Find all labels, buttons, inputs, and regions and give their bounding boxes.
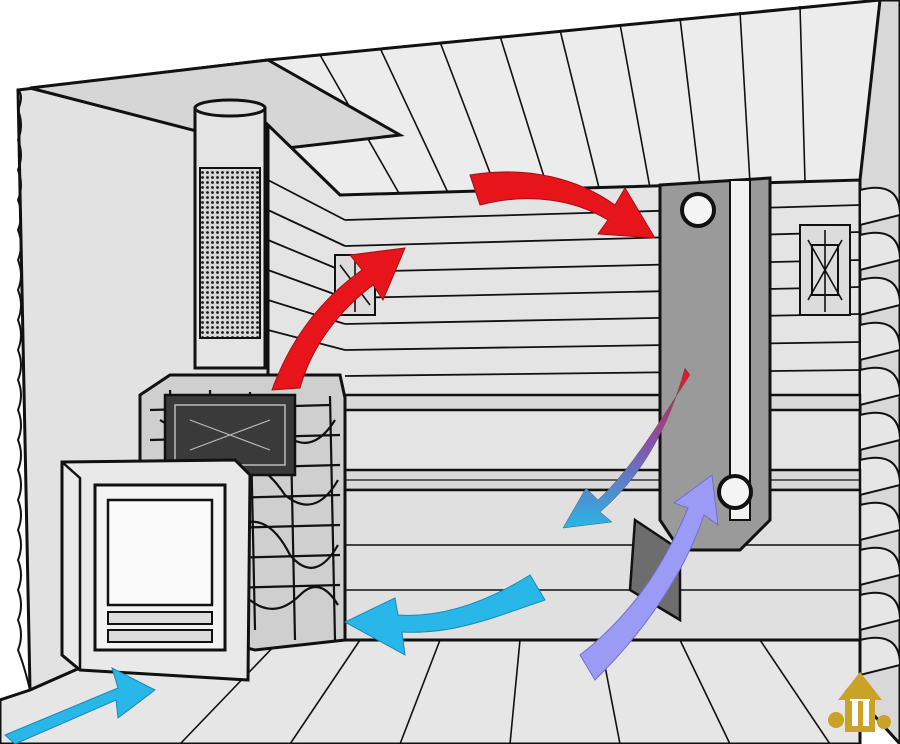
return-up-radiator-arrow — [579, 474, 719, 681]
rise-from-stove-arrow — [271, 247, 406, 391]
descend-radiator-arrow — [562, 367, 691, 529]
back-wall-logs — [344, 204, 861, 377]
ceiling — [266, 0, 882, 202]
inflow-under-stove-arrow — [4, 667, 156, 744]
stove — [60, 98, 347, 682]
ceiling-boards — [319, 5, 806, 200]
left-wall-edge — [16, 89, 31, 691]
right-wall-logs — [859, 186, 900, 677]
bathhouse-logo — [828, 672, 891, 732]
firebox-door — [60, 458, 252, 682]
floor-boards — [179, 639, 831, 744]
along-floor-arrow — [343, 574, 546, 656]
across-ceiling-arrow — [469, 171, 656, 239]
wall-lamp-right — [799, 224, 851, 316]
wall-radiator-icon — [658, 176, 772, 552]
radiator-pipe-top — [680, 192, 716, 228]
chimney — [193, 98, 267, 370]
bathhouse-logo-icon — [828, 672, 891, 732]
airflow — [4, 171, 719, 744]
radiator — [628, 176, 772, 623]
radiator-pipe-bottom — [717, 474, 753, 510]
